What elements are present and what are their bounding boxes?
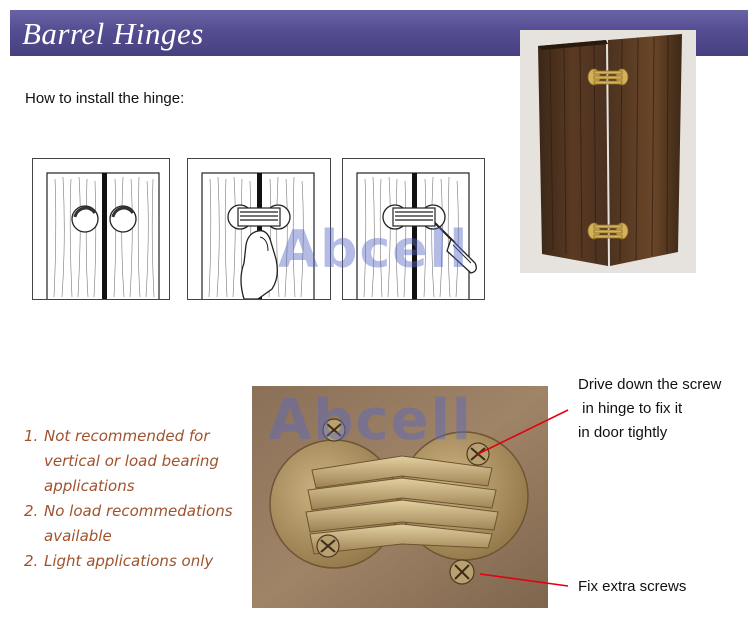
- callout-line-top: [477, 409, 569, 455]
- callout-extra-screws: Fix extra screws: [578, 578, 687, 595]
- note-line: available: [44, 527, 112, 545]
- notes-list: 1. Not recommended for vertical or load …: [24, 424, 233, 574]
- step-1-illustration: [32, 158, 170, 302]
- step-3-illustration: [342, 158, 485, 302]
- note-item: 2. No load recommedations available: [24, 499, 233, 549]
- hinge-closeup-photo: [252, 386, 548, 608]
- note-number: 2.: [24, 552, 39, 570]
- callout-drive-screw: Drive down the screw in hinge to fix it …: [578, 376, 722, 441]
- callout-line-bottom: [479, 573, 569, 587]
- note-line: Not recommended for: [44, 427, 210, 445]
- note-line: applications: [44, 477, 135, 495]
- page-title: Barrel Hinges: [22, 16, 204, 51]
- watermark-bottom: Abcell: [268, 388, 473, 453]
- instructions-heading: How to install the hinge:: [25, 90, 185, 107]
- note-item: 2. Light applications only: [24, 549, 233, 574]
- note-line: No load recommedations: [44, 502, 233, 520]
- note-number: 1.: [24, 427, 39, 445]
- step-2-illustration: [187, 158, 331, 302]
- note-item: 1. Not recommended for vertical or load …: [24, 424, 233, 499]
- watermark-top: Abcell: [278, 220, 470, 280]
- note-number: 2.: [24, 502, 39, 520]
- note-line: Light applications only: [44, 552, 214, 570]
- hinge-door-photo: [520, 30, 696, 273]
- note-line: vertical or load bearing: [44, 452, 219, 470]
